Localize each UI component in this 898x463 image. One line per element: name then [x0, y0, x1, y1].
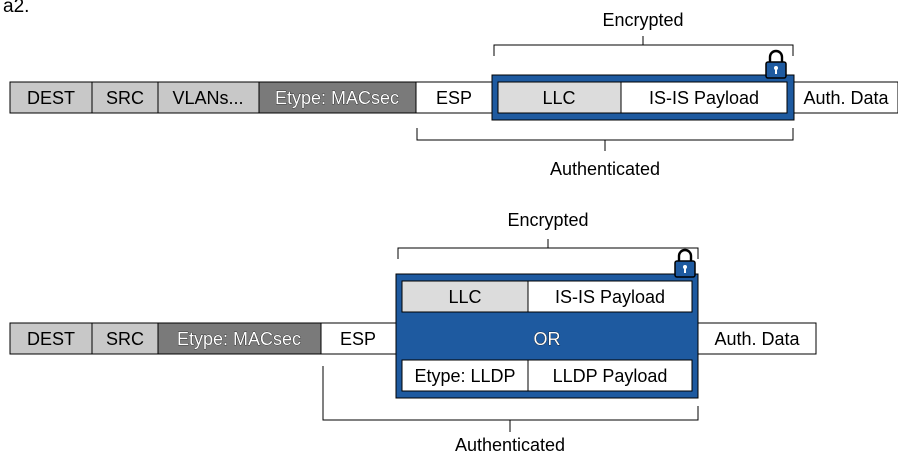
bottom-field-etype-macsec-label: Etype: MACsec	[177, 329, 301, 349]
bottom-field-auth-data	[697, 322, 817, 355]
top-field-src	[91, 81, 159, 114]
bottom-option-a-isis-payload	[527, 280, 693, 313]
top-field-vlans	[157, 81, 260, 114]
top-encrypted-bracket	[493, 36, 794, 56]
bottom-frame: Encrypted DEST SRC Etype: MACsec ESP LLC…	[9, 210, 817, 455]
top-field-esp-label: ESP	[436, 88, 472, 108]
top-field-dest-label: DEST	[27, 88, 75, 108]
bottom-option-a-isis-payload-label: IS-IS Payload	[555, 287, 665, 307]
bottom-field-src	[91, 322, 159, 355]
bottom-field-dest-label: DEST	[27, 329, 75, 349]
bottom-or-label: OR	[534, 329, 561, 349]
top-field-llc-label: LLC	[542, 88, 575, 108]
bottom-option-b-etype-lldp	[401, 359, 529, 392]
bottom-encrypted-bracket	[397, 239, 699, 259]
top-field-isis-payload-label: IS-IS Payload	[649, 88, 759, 108]
bottom-encrypted-label: Encrypted	[507, 210, 588, 230]
top-authenticated-label: Authenticated	[550, 159, 660, 179]
bottom-field-etype-macsec	[157, 322, 322, 355]
top-lock-icon	[765, 49, 787, 79]
bottom-field-dest	[9, 322, 93, 355]
top-field-auth-data-label: Auth. Data	[803, 88, 889, 108]
bottom-option-b-etype-lldp-label: Etype: LLDP	[414, 366, 515, 386]
top-field-auth-data	[793, 81, 898, 114]
top-field-src-label: SRC	[106, 88, 144, 108]
bottom-option-a-llc	[401, 280, 529, 313]
top-field-etype-macsec-label: Etype: MACsec	[275, 88, 399, 108]
bottom-option-b-lldp-payload	[527, 359, 693, 392]
bottom-option-b-lldp-payload-label: LLDP Payload	[553, 366, 668, 386]
top-field-vlans-label: VLANs...	[172, 88, 243, 108]
bottom-field-auth-data-label: Auth. Data	[714, 329, 800, 349]
bottom-option-a-llc-label: LLC	[448, 287, 481, 307]
top-frame: Encrypted DEST SRC VLANs... Etype: MACse…	[9, 10, 898, 179]
top-authenticated-bracket	[416, 128, 794, 151]
bottom-field-esp-label: ESP	[340, 329, 376, 349]
top-field-isis-payload	[620, 81, 788, 114]
bottom-authenticated-bracket	[322, 366, 699, 432]
bottom-field-esp	[320, 322, 397, 355]
bottom-lock-icon	[674, 248, 696, 278]
figure-label: a2.	[3, 0, 29, 17]
top-encrypted-label: Encrypted	[602, 10, 683, 30]
bottom-authenticated-label: Authenticated	[455, 435, 565, 455]
bottom-field-src-label: SRC	[106, 329, 144, 349]
